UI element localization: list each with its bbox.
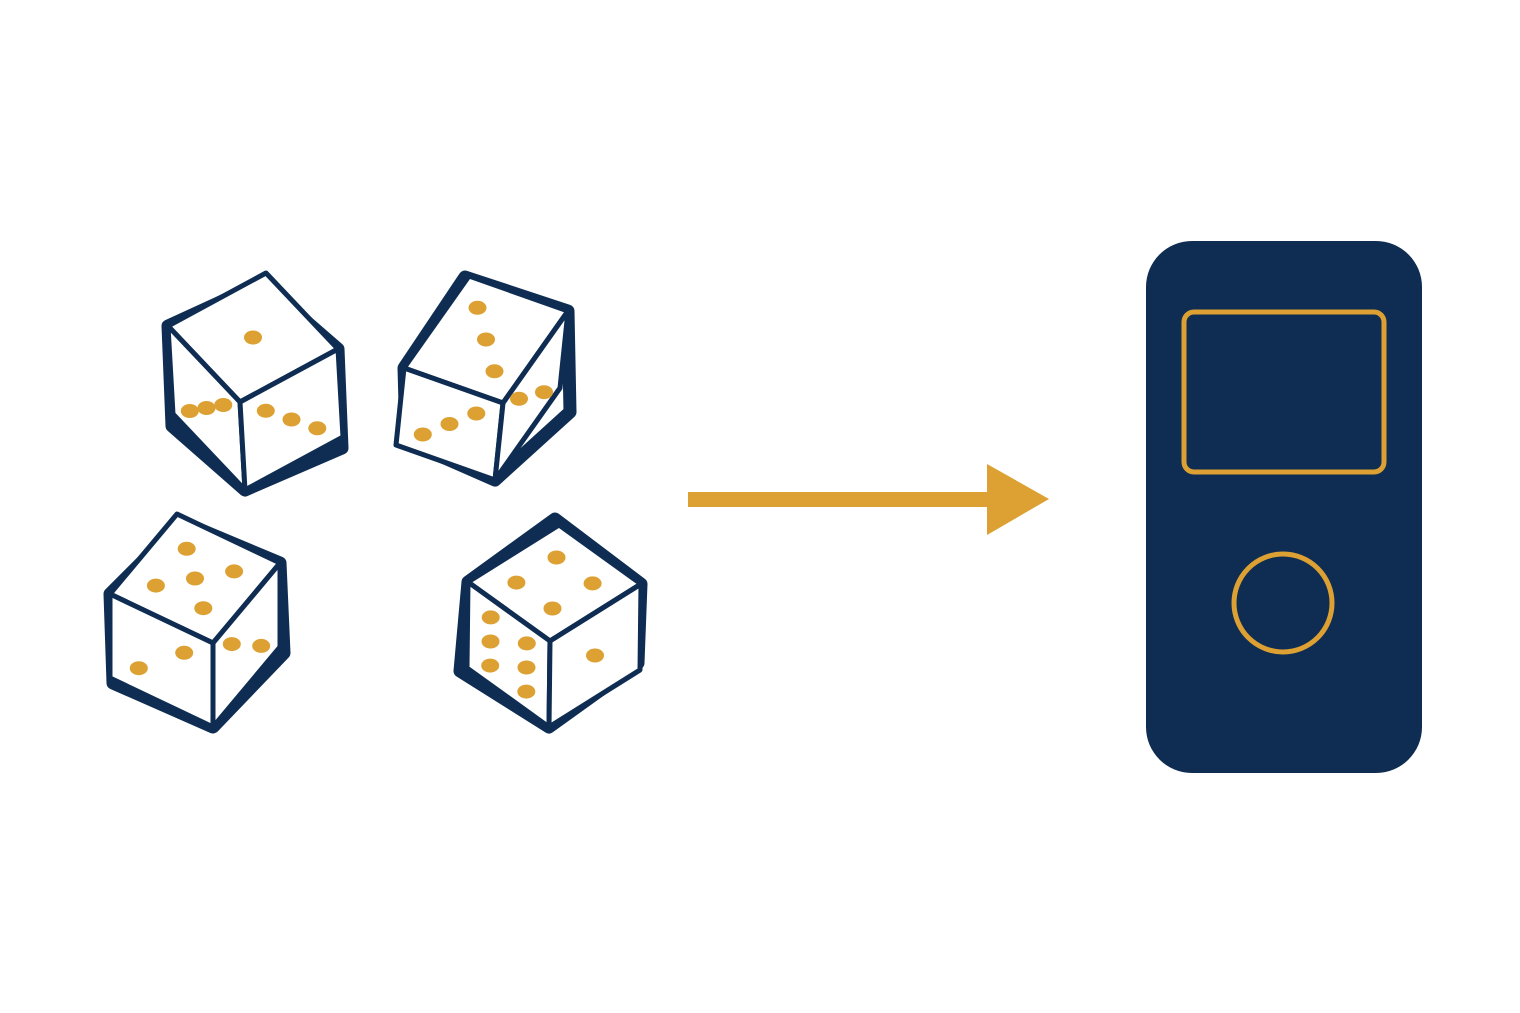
die-pip	[222, 637, 241, 652]
die-pip	[485, 364, 504, 379]
die-pip	[180, 404, 199, 418]
die-pip	[586, 648, 604, 663]
die-pip	[477, 332, 495, 347]
arrow-right-icon	[688, 464, 1049, 535]
die-1	[161, 270, 349, 497]
die-pip	[517, 636, 536, 651]
die-pip	[197, 401, 216, 415]
die-pip	[282, 412, 301, 427]
die-pip	[535, 385, 553, 400]
die-face-right	[492, 308, 571, 483]
device-screen	[1181, 309, 1387, 475]
die-pip	[467, 406, 486, 421]
die-pip	[175, 645, 194, 660]
die-pip	[177, 541, 196, 556]
die-pip	[517, 660, 536, 675]
die-pip	[583, 576, 602, 591]
die-pip	[252, 638, 271, 653]
die-pip	[507, 575, 526, 590]
die-pip	[146, 578, 165, 593]
die-2	[393, 270, 577, 487]
die-pip	[225, 564, 244, 579]
die-pip	[256, 403, 275, 418]
die-3	[103, 511, 291, 734]
arrow-head	[987, 464, 1049, 535]
handheld-device-icon	[1146, 241, 1422, 773]
die-pip	[547, 550, 566, 565]
die-4	[453, 512, 648, 734]
die-pip	[194, 601, 213, 616]
die-pip	[413, 427, 432, 442]
die-pip	[440, 417, 459, 431]
die-pip	[468, 300, 487, 315]
die-pip	[481, 658, 500, 673]
dice-group	[103, 270, 648, 734]
die-pip	[186, 571, 204, 586]
die-pip	[481, 610, 500, 625]
die-face-right	[210, 560, 283, 730]
die-pip	[244, 330, 262, 345]
die-pip	[129, 661, 148, 676]
device-body	[1146, 241, 1422, 773]
die-pip	[517, 684, 536, 699]
device-button	[1231, 551, 1335, 655]
die-pip	[543, 601, 562, 616]
arrow-shaft	[688, 492, 990, 507]
die-pip	[214, 398, 233, 412]
die-pip	[510, 391, 528, 406]
die-pip	[308, 421, 327, 436]
die-pip	[481, 634, 500, 649]
